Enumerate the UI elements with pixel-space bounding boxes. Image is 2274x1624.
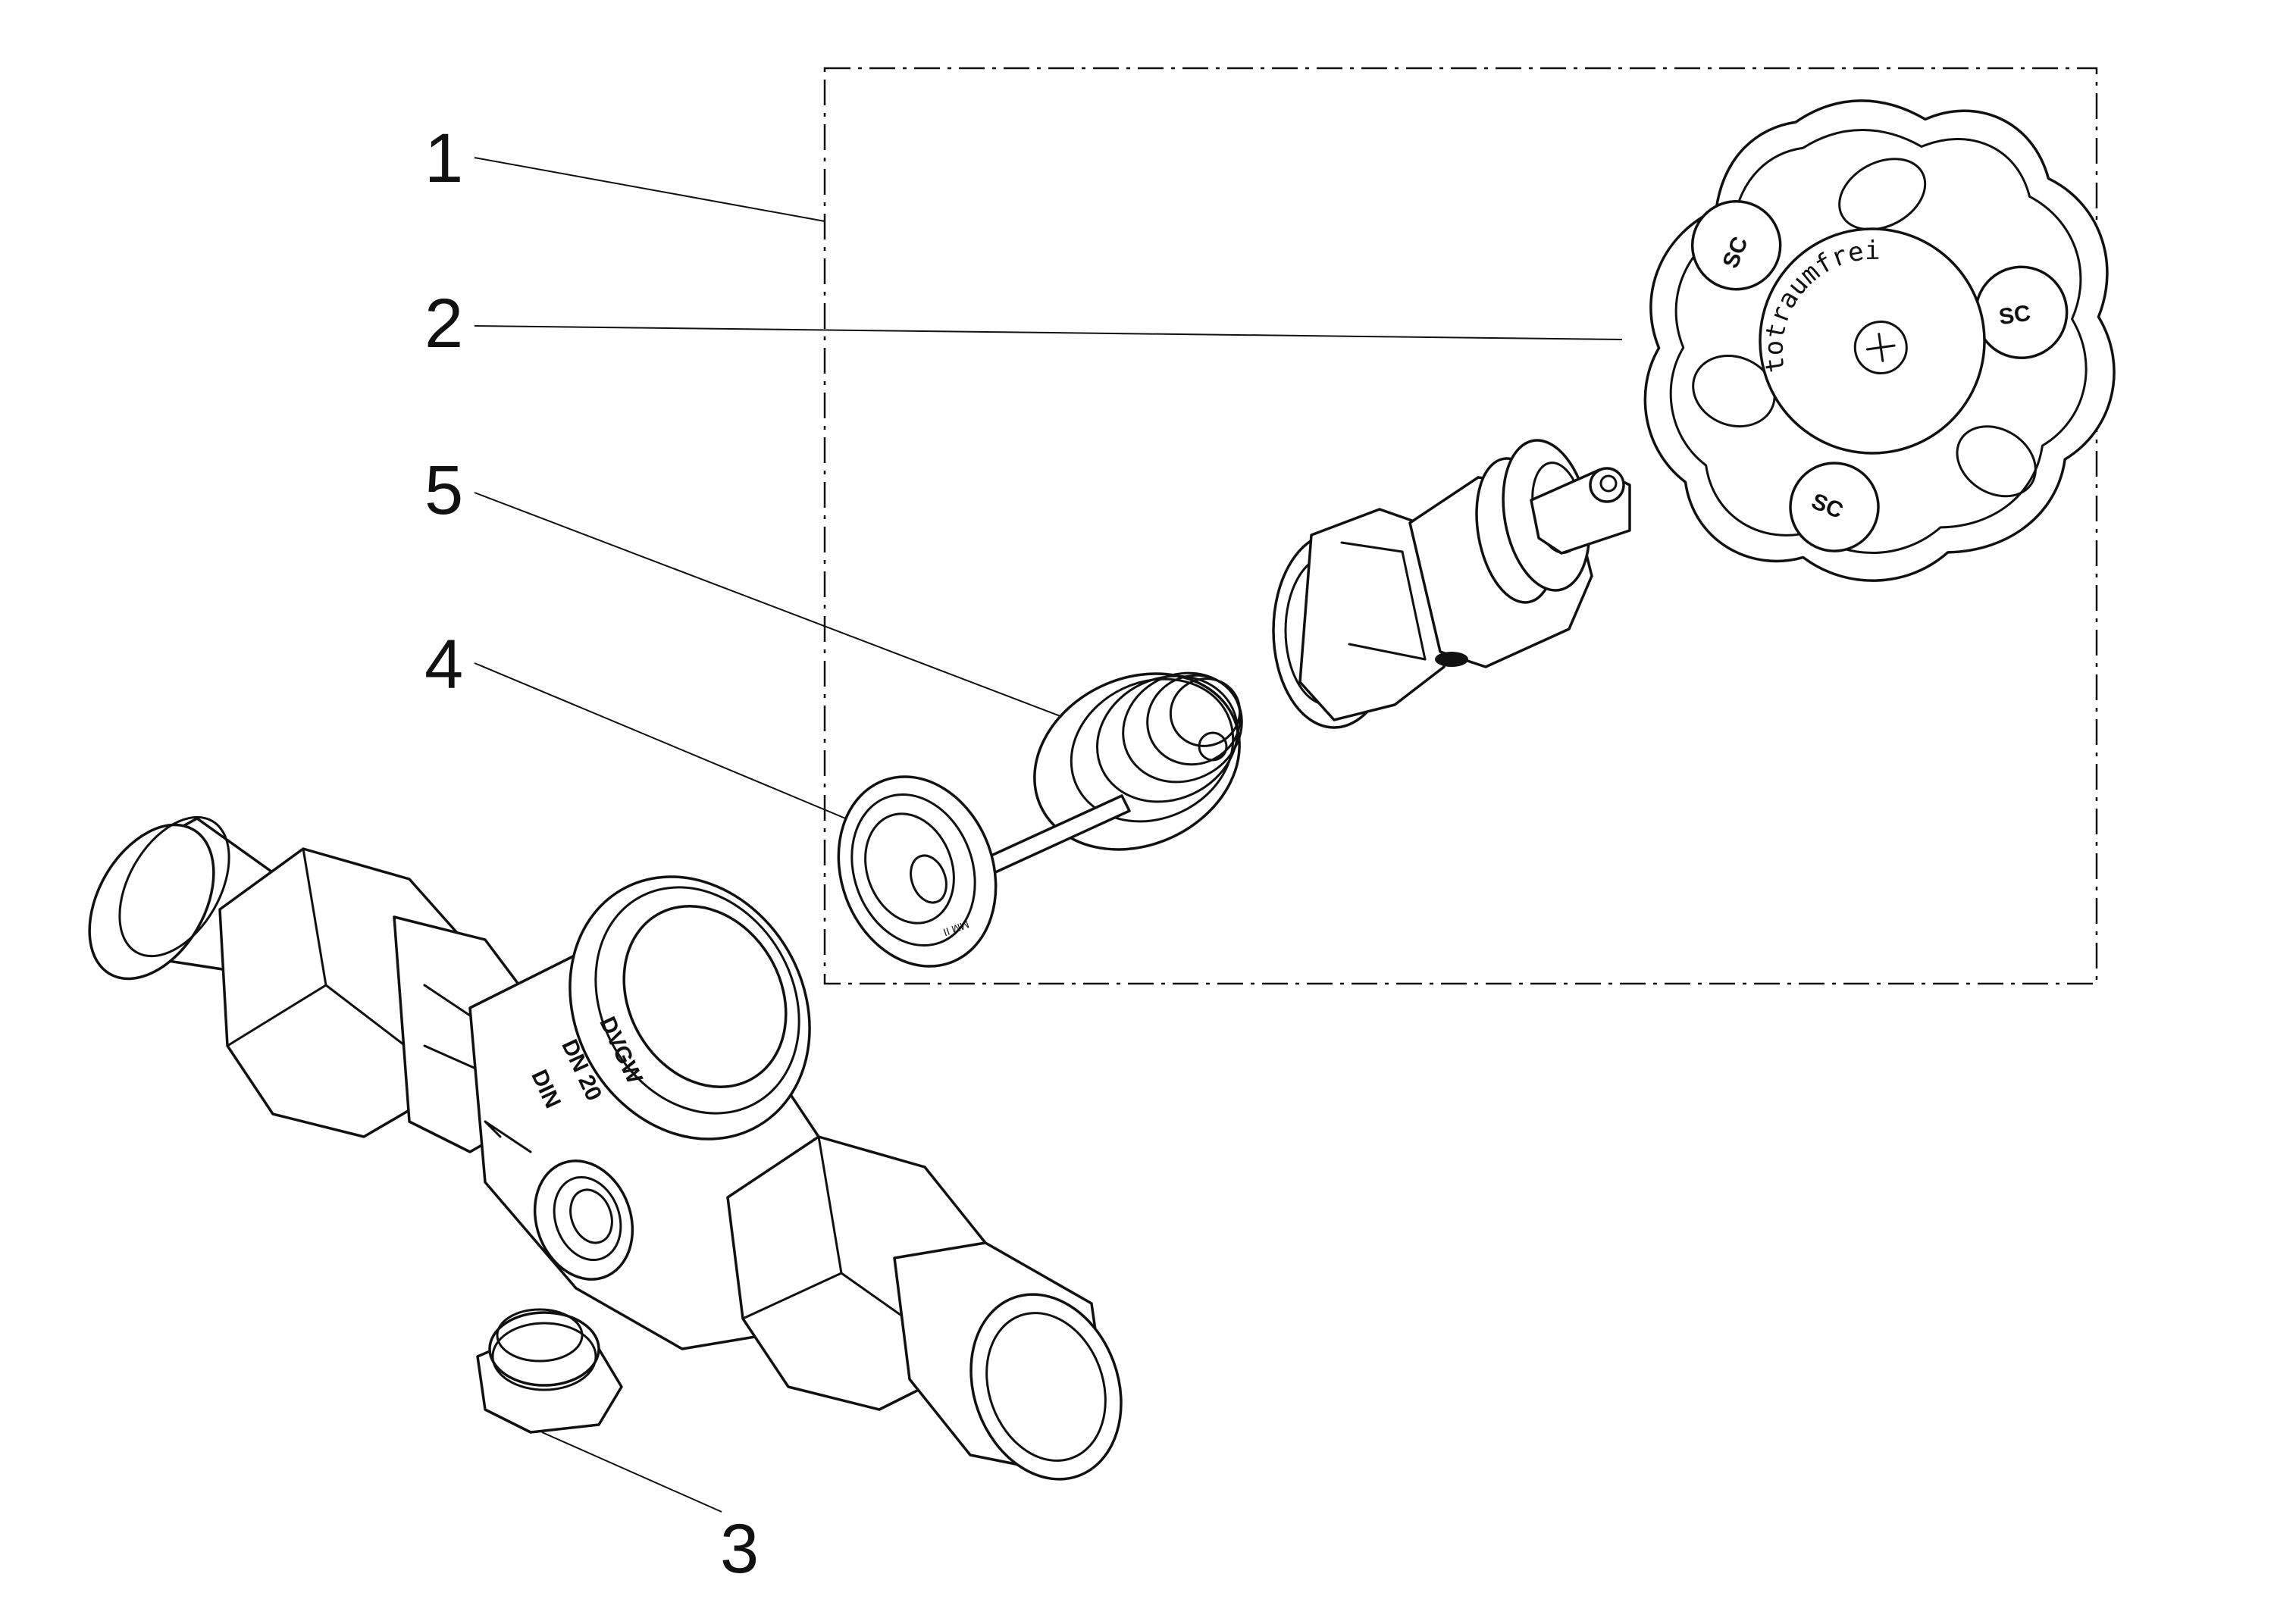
drain-plug (476, 1308, 623, 1434)
drain-plug-thread (488, 1311, 600, 1387)
callout-4: 4 (424, 626, 463, 703)
leader-line-2 (474, 325, 1623, 340)
handwheel: SC SC SC totraumfrei (1643, 99, 2116, 582)
leader-line-1 (474, 157, 825, 222)
logo-badge: SC (1789, 462, 1880, 552)
bonnet-mark (1435, 652, 1468, 667)
hex-edge (1401, 550, 1427, 661)
handwheel-rim-inner (1669, 129, 2088, 555)
spring-coil (1169, 677, 1242, 747)
spindle-tip (1589, 467, 1625, 503)
bonnet-assembly (1272, 439, 1631, 729)
handwheel-hub (1759, 227, 1986, 455)
drain-port-bore (569, 1188, 613, 1244)
screw-slot (1878, 333, 1884, 362)
hex-edge (302, 847, 327, 987)
callout-5: 5 (424, 452, 463, 529)
spring-coil (1096, 674, 1239, 803)
drain-plug-top (496, 1308, 584, 1363)
leader-line-3 (541, 1432, 722, 1513)
logo-badge: SC (1690, 199, 1782, 291)
spoke-opening (1956, 425, 2037, 498)
left-pipe-mouth (88, 823, 215, 981)
body-neck-rim (594, 886, 800, 1115)
leader-line-4 (474, 662, 886, 836)
valve-disc: MM II (837, 775, 1131, 968)
valve-disc-outer (837, 775, 998, 968)
spoke-opening (1692, 355, 1776, 428)
hex-edge (817, 1135, 843, 1275)
valve-disc-seat (850, 793, 976, 947)
valve-disc-seal (864, 812, 955, 925)
spring-bore (1198, 731, 1228, 762)
hex-edge (226, 984, 327, 1047)
callout-1: 1 (424, 120, 463, 197)
hub-screw (1853, 321, 1908, 375)
spindle-tip-hole (1599, 474, 1618, 493)
svg-text:SC: SC (1997, 301, 2032, 330)
drain-port-inner (553, 1175, 622, 1262)
hex-edge (1340, 541, 1404, 553)
callout-3: 3 (720, 1510, 759, 1588)
assembly-boundary-box (823, 67, 2098, 985)
bonnet-hex-nut (1298, 508, 1453, 721)
spoke-opening (1838, 158, 1927, 231)
hex-edge (741, 1272, 843, 1320)
flow-arrow (484, 1120, 532, 1153)
valve-body: DN 20 DIN DVGW (88, 815, 1123, 1481)
leader-line-5 (474, 492, 1071, 721)
left-pipe-bead (118, 815, 230, 958)
valve-disc-center (910, 854, 948, 904)
spring-coil (1070, 677, 1235, 823)
hex-edge (1348, 643, 1427, 661)
spring (1033, 671, 1243, 851)
body-neck-bore (622, 905, 788, 1088)
drain-plug-thread-line (491, 1322, 597, 1391)
right-pipe-bead (985, 1312, 1107, 1462)
callout-2: 2 (424, 285, 463, 362)
